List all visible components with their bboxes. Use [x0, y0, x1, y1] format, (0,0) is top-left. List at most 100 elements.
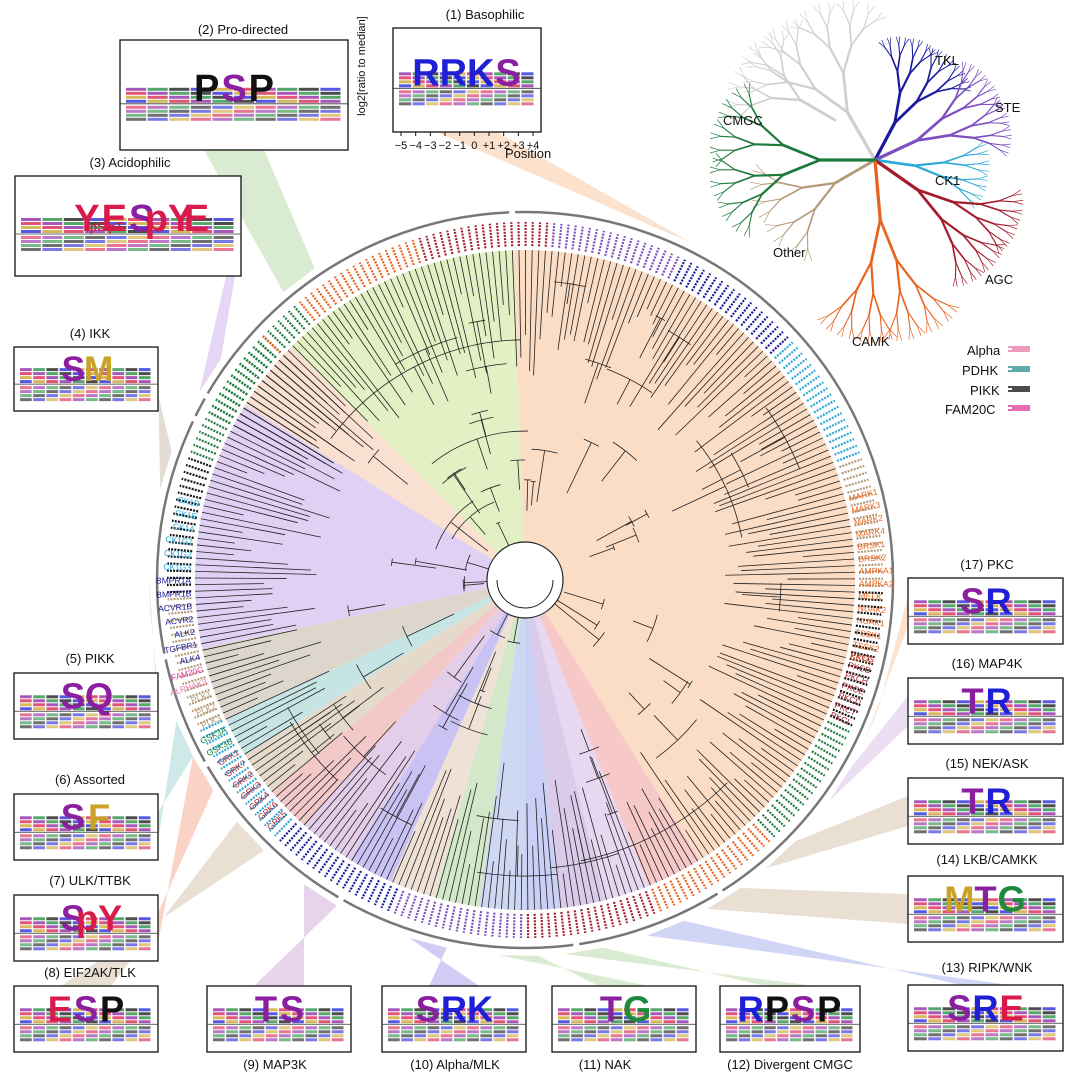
kinome-branch: [992, 250, 1001, 254]
kinase-label-mark: [801, 768, 821, 782]
group-title-15: (15) NEK/ASK: [917, 756, 1057, 771]
kinase-label-mark: [323, 285, 337, 305]
legend-swatch: [1008, 387, 1030, 391]
kinome-branch: [978, 151, 988, 154]
kinome-branch: [987, 258, 996, 262]
kinome-branch: [909, 328, 910, 340]
kinase-label-mark: [399, 245, 407, 267]
kinase-label-mark: [335, 277, 348, 297]
kinase-label-mark: [751, 317, 767, 335]
kinase-label-mark: [231, 375, 251, 389]
kinome-branch: [912, 39, 913, 47]
kinome-branch: [915, 163, 944, 166]
kinome-branch: [750, 182, 762, 184]
kinase-label-mark: [770, 337, 788, 353]
kinome-branch: [782, 30, 784, 41]
kinase-label-mark: [268, 331, 285, 348]
kinase-label-mark: [839, 459, 862, 467]
kinase-label-mark: [464, 909, 468, 933]
kinome-branch: [1002, 145, 1010, 148]
kinome-branch: [765, 225, 777, 226]
kinase-label-mark: [612, 234, 618, 257]
kinase-label-mark: [781, 795, 799, 810]
kinome-branch: [956, 263, 962, 276]
logo-letter: M: [944, 878, 974, 919]
group-title-17: (17) PKC: [917, 557, 1057, 572]
kinase-label-mark: [307, 845, 322, 864]
kinome-branch: [979, 164, 990, 165]
group-title-4: (4) IKK: [40, 326, 140, 341]
kinase-label-mark: [325, 857, 338, 877]
kinome-branch: [868, 6, 874, 15]
kinase-label-mark: [471, 910, 475, 934]
kinome-branch: [913, 48, 918, 58]
kinome-branch: [979, 161, 989, 164]
kinome-branch: [912, 47, 913, 58]
kinome-branch: [736, 176, 755, 183]
tree-label-agc: AGC: [985, 272, 1013, 287]
kinase-label-mark: [783, 353, 802, 368]
logo-letter: R: [412, 52, 439, 94]
logo-letter: T: [255, 988, 277, 1029]
kinase-label-mark: [300, 302, 315, 321]
group-title-8: (8) EIF2AK/TLK: [10, 965, 170, 980]
funnel-14: [707, 888, 908, 924]
kinome-branch: [897, 56, 899, 71]
tree-label-tkl: TKL: [935, 53, 959, 68]
kinome-branch: [789, 32, 796, 45]
tree-root-circle: [487, 542, 563, 618]
ring-gap-3: [575, 938, 577, 950]
kinome-branch: [741, 62, 752, 64]
kinase-label-mark: [581, 909, 585, 933]
kinase-label-mark: [180, 486, 203, 492]
kinome-branch: [744, 226, 749, 235]
kinome-branch: [830, 48, 843, 73]
kinome-branch: [1000, 123, 1009, 125]
kinome-branch: [743, 57, 752, 62]
kinase-label: CK1A: [172, 521, 196, 534]
kinome-branch: [762, 126, 783, 145]
kinase-label-mark: [776, 800, 794, 816]
kinome-branch: [721, 136, 736, 137]
kinase-label-mark: [601, 905, 606, 928]
kinase-label-mark: [532, 222, 533, 246]
kinome-branch: [887, 38, 890, 46]
kinome-branch: [964, 165, 978, 170]
kinome-branch: [779, 183, 802, 188]
kinome-branch: [980, 201, 999, 204]
kinome-branch: [990, 135, 1002, 136]
kinase-label: CK1G3: [163, 562, 191, 573]
kinome-branch: [869, 315, 870, 331]
kinase-label-mark: [614, 902, 620, 925]
kinome-branch: [910, 328, 914, 339]
logo-letter: pY: [76, 897, 122, 938]
kinase-label-mark: [561, 912, 564, 936]
kinase-label-mark: [733, 842, 748, 861]
kinome-branch: [976, 141, 984, 148]
kinase-label-mark: [285, 828, 301, 846]
kinase-label-mark: [440, 232, 446, 255]
ring-gap-7: [201, 393, 211, 399]
logo-letter: S: [221, 68, 246, 110]
kinome-branch: [755, 175, 783, 176]
kinase-label-mark: [797, 774, 817, 788]
kinase-label-mark: [511, 222, 512, 246]
kinase-label-mark: [805, 763, 825, 776]
kinome-branch: [999, 196, 1012, 201]
kinase-label-mark: [711, 857, 724, 877]
kinase-label-mark: [652, 889, 661, 911]
group-title-16: (16) MAP4K: [917, 656, 1057, 671]
kinase-label-mark: [283, 316, 299, 334]
kinome-branch: [753, 81, 767, 84]
kinase-label-mark: [182, 479, 205, 486]
kinase-label-mark: [490, 224, 492, 248]
group-title-6: (6) Assorted: [25, 772, 155, 787]
kinase-label-mark: [331, 861, 344, 881]
kinase-label-mark: [743, 833, 759, 851]
kinase-label-mark: [566, 225, 569, 249]
kinome-branch: [829, 2, 830, 13]
kinase-label-mark: [289, 311, 305, 329]
